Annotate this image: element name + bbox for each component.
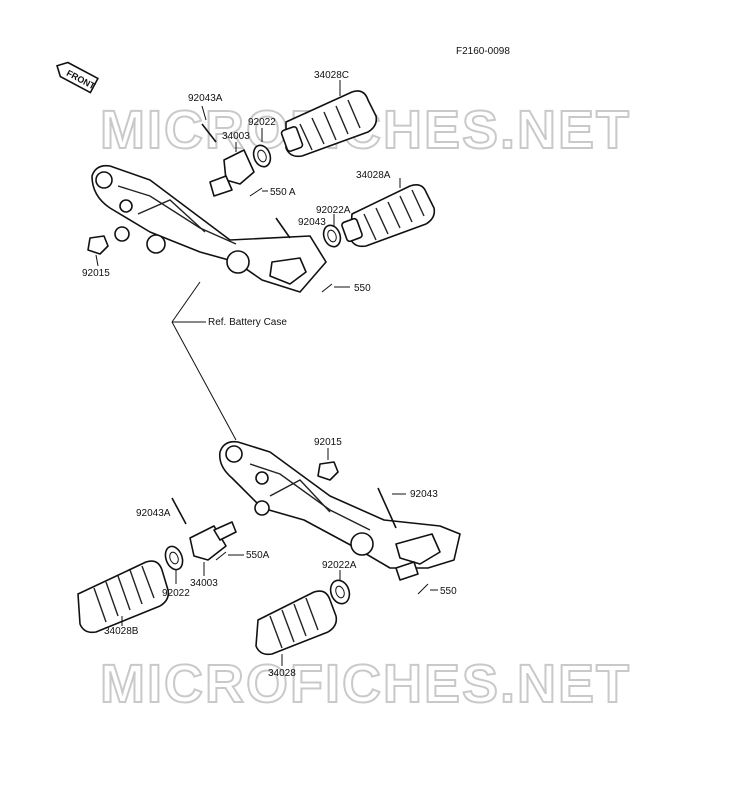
label-34028c: 34028C [314, 70, 349, 81]
label-92022a-top: 92022A [316, 205, 351, 216]
hinge-34003-bottom [189, 521, 237, 576]
hinge-34003-top [209, 142, 255, 197]
pin-92043a-top [201, 105, 217, 143]
label-34003-top: 34003 [222, 131, 250, 142]
label-550-top: 550 [354, 283, 371, 294]
top-bracket [91, 164, 327, 293]
label-92022-bottom: 92022 [162, 588, 190, 599]
label-92022-top: 92022 [248, 117, 276, 128]
washer-92022a-top [322, 214, 342, 248]
label-550-bottom: 550 [440, 586, 457, 597]
washer-92022-bottom [164, 545, 184, 584]
label-34028a: 34028A [356, 170, 391, 181]
label-34028b: 34028B [104, 626, 139, 637]
label-92015-bottom: 92015 [314, 437, 342, 448]
pin-92043-top [275, 217, 291, 239]
label-92043a-top: 92043A [188, 93, 223, 104]
reference-note: Ref. Battery Case [208, 317, 287, 328]
nut-92015-bottom [317, 448, 339, 481]
label-34028: 34028 [268, 668, 296, 679]
label-92043a-bottom: 92043A [136, 508, 171, 519]
label-550a-bottom: 550A [246, 550, 270, 561]
bottom-bracket [218, 440, 461, 581]
footpeg-rubber-34028a [341, 178, 436, 248]
watermark-bottom: MICROFICHES.NET [100, 654, 631, 714]
washer-92022a-bottom [329, 570, 351, 605]
footpeg-rubber-34028b [77, 560, 170, 634]
washer-92022-top [252, 128, 272, 168]
pin-92043-bottom [377, 487, 406, 529]
label-92015-top: 92015 [82, 268, 110, 279]
figure-code: F2160-0098 [456, 46, 510, 57]
label-92022a-bottom: 92022A [322, 560, 357, 571]
footpeg-rubber-34028 [255, 590, 338, 666]
cotter-pin-550a-bottom [215, 551, 244, 561]
front-arrow-icon: FRONT [56, 61, 99, 94]
pin-92043a-bottom [171, 497, 187, 525]
label-34003-bottom: 34003 [190, 578, 218, 589]
label-550a-top: 550 A [270, 187, 296, 198]
nut-92015-top [87, 235, 109, 267]
cotter-pin-550a-top [249, 187, 268, 197]
reference-leader-line [171, 281, 237, 441]
cotter-pin-550-bottom [417, 583, 438, 595]
label-92043-bottom: 92043 [410, 489, 438, 500]
footpeg-rubber-34028c [280, 80, 378, 158]
label-92043-top: 92043 [298, 217, 326, 228]
cotter-pin-550-top [321, 283, 350, 293]
